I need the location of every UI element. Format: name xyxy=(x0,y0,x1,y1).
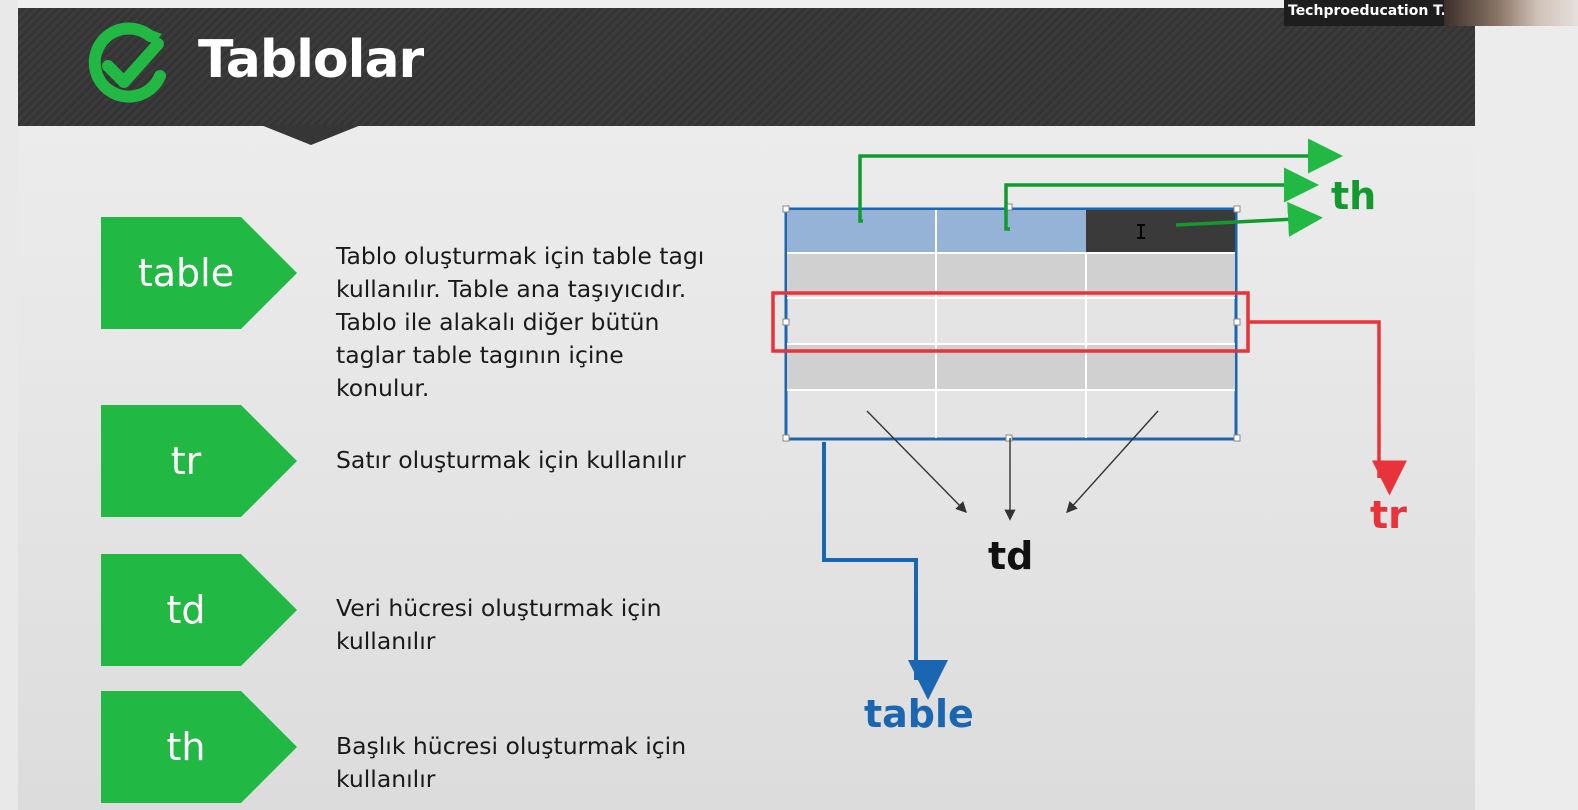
tr-label: tr xyxy=(1370,493,1407,537)
checkmark-logo-icon xyxy=(88,22,166,103)
tag-box-table: table xyxy=(101,217,299,329)
description-line: Satır oluşturmak için kullanılır xyxy=(336,446,686,474)
arrow-box-icon xyxy=(101,691,297,803)
description-line: Veri hücresi oluşturmak için xyxy=(336,594,662,622)
arrow-box-icon xyxy=(101,217,297,329)
header-notch xyxy=(261,125,361,145)
tag-box-th: th xyxy=(101,691,299,803)
description-line: kullanılır xyxy=(336,765,436,793)
webcam-video xyxy=(1444,0,1578,26)
td-label: td xyxy=(988,534,1034,578)
presentation-slide: Tablolar table tr td th Tablo oluşturmak… xyxy=(18,8,1475,810)
arrow-box-icon xyxy=(101,405,297,517)
window-left-margin xyxy=(0,0,18,810)
description-line: konulur. xyxy=(336,374,430,402)
tag-box-td: td xyxy=(101,554,299,666)
description-line: kullanılır. Table ana taşıyıcıdır. xyxy=(336,275,687,303)
table-diagram xyxy=(771,138,1407,700)
tag-label-td: td xyxy=(166,588,206,632)
webcam-tile[interactable]: Techproeducation T... xyxy=(1284,0,1578,26)
description-td: Veri hücresi oluşturmak için kullanılır xyxy=(336,592,662,658)
description-line: Başlık hücresi oluşturmak için xyxy=(336,732,687,760)
th-arrows xyxy=(858,138,1343,237)
slide-title: Tablolar xyxy=(198,30,424,90)
tag-label-tr: tr xyxy=(170,439,202,483)
webcam-participant-name: Techproeducation T... xyxy=(1288,3,1457,19)
description-table: Tablo oluşturmak için table tagı kullanı… xyxy=(336,240,704,405)
table-grid xyxy=(782,203,1241,442)
description-line: kullanılır xyxy=(336,627,436,655)
text-cursor-icon xyxy=(1137,224,1145,239)
td-arrows xyxy=(866,410,1159,521)
tag-label-th: th xyxy=(166,725,206,769)
slide-header: Tablolar xyxy=(18,8,1475,126)
table-arrow xyxy=(822,442,948,700)
th-label: th xyxy=(1331,174,1377,218)
table-label: table xyxy=(864,692,974,736)
description-line: Tablo ile alakalı diğer bütün xyxy=(336,308,660,336)
window-top-strip xyxy=(0,0,1578,8)
window-right-margin xyxy=(1475,0,1578,810)
description-th: Başlık hücresi oluşturmak için kullanılı… xyxy=(336,730,686,796)
tr-highlight xyxy=(771,291,1407,496)
description-line: taglar table tagının içine xyxy=(336,341,624,369)
arrow-box-icon xyxy=(101,554,297,666)
description-tr: Satır oluşturmak için kullanılır xyxy=(336,444,686,477)
tag-box-tr: tr xyxy=(101,405,299,517)
description-line: Tablo oluşturmak için table tagı xyxy=(336,242,705,270)
tag-label-table: table xyxy=(137,251,235,295)
